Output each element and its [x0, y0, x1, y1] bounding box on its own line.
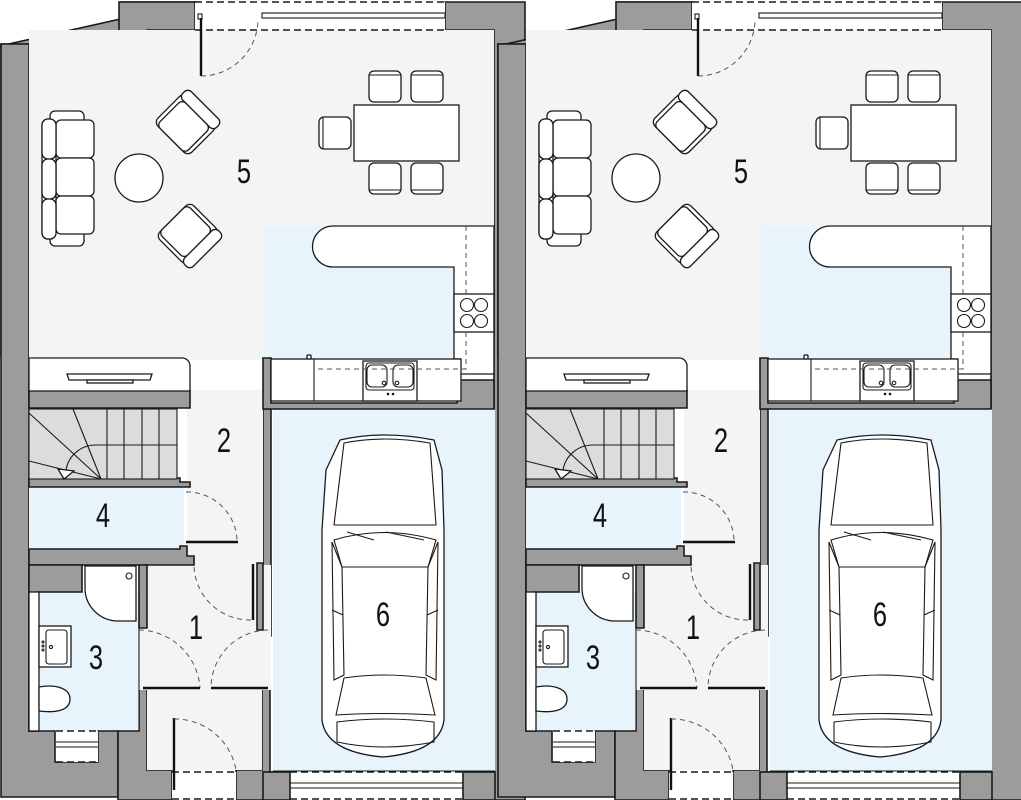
room-label-4: 4	[593, 498, 607, 535]
room-label-2: 2	[217, 423, 231, 460]
room-label-1: 1	[686, 610, 700, 647]
room-label-3: 3	[586, 640, 600, 677]
room-label-6: 6	[376, 597, 390, 634]
room-label-5: 5	[734, 154, 748, 191]
room-label-6: 6	[873, 597, 887, 634]
room-label-3: 3	[89, 640, 103, 677]
right-unit: 5 2 4 1 3 6	[495, 0, 1021, 800]
room-label-1: 1	[189, 610, 203, 647]
room-label-4: 4	[96, 498, 110, 535]
room-label-5: 5	[237, 154, 251, 191]
room-label-2: 2	[714, 423, 728, 460]
left-unit: 5 2 4 1 3 6	[0, 0, 527, 800]
